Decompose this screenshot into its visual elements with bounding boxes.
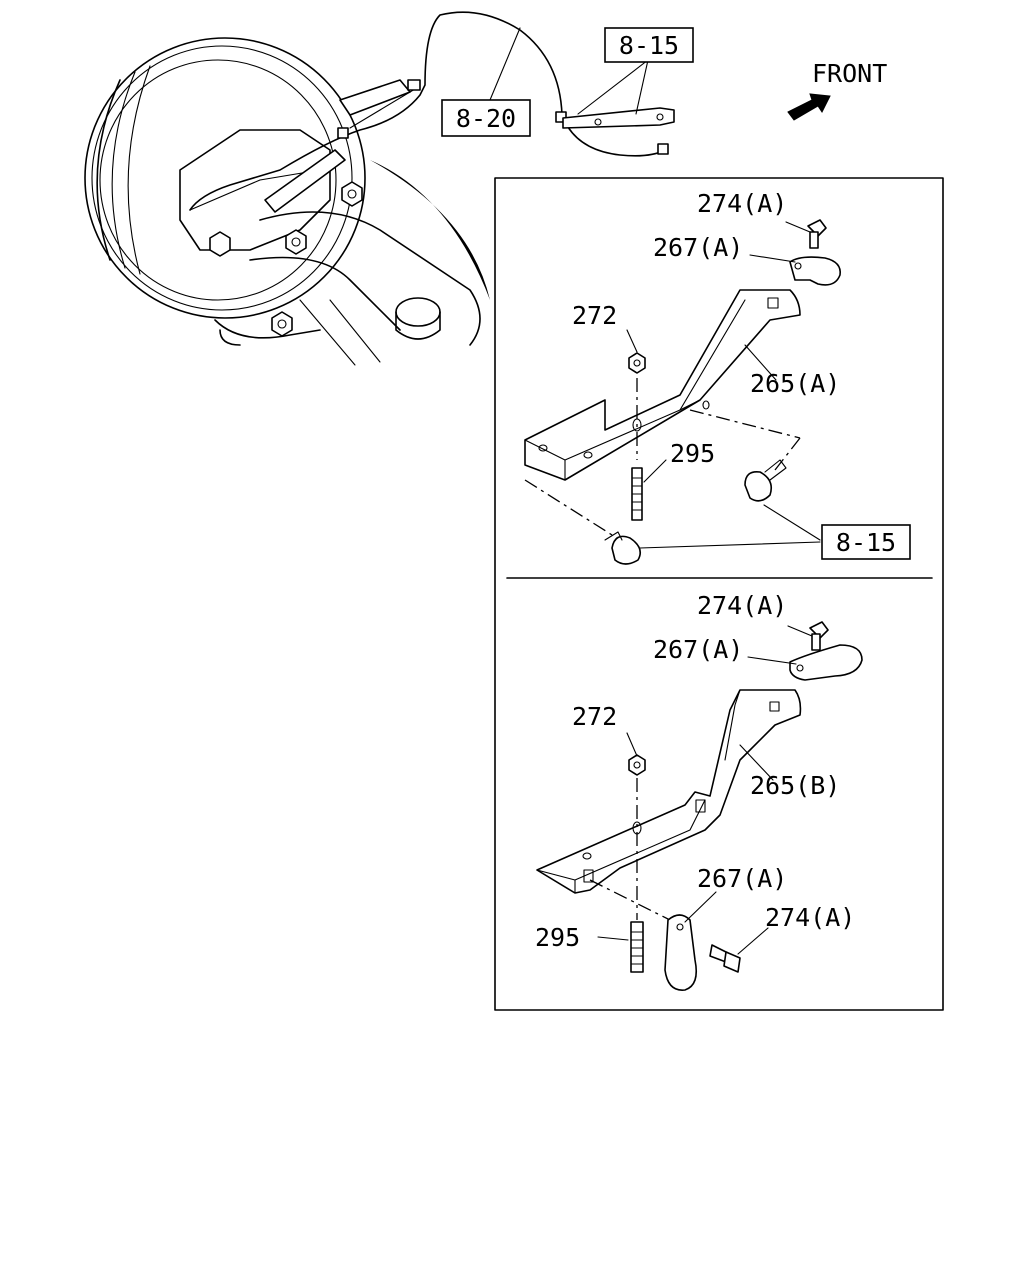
axle-overview-drawing <box>84 11 675 366</box>
label-265b: 265(B) <box>750 771 840 800</box>
label-267a-top: 267(A) <box>653 635 743 664</box>
nut-icon <box>209 231 231 257</box>
reference-label-8-15-panel-a: 8-15 <box>836 528 896 557</box>
label-272-b: 272 <box>572 702 617 731</box>
label-274a-top: 274(A) <box>697 591 787 620</box>
reference-box-8-15-panel-a[interactable]: 8-15 <box>821 524 911 560</box>
reference-box-8-20[interactable]: 8-20 <box>441 99 531 137</box>
front-label: FRONT <box>812 59 887 88</box>
nut-icon <box>271 311 293 337</box>
nut-icon <box>341 181 363 207</box>
label-267a: 267(A) <box>653 233 743 262</box>
label-267a-bottom: 267(A) <box>697 864 787 893</box>
reference-label-8-15: 8-15 <box>619 31 679 60</box>
front-direction-indicator: FRONT <box>787 59 887 121</box>
label-295-b: 295 <box>535 923 580 952</box>
label-274a: 274(A) <box>697 189 787 218</box>
nut-icon <box>285 229 307 255</box>
label-272: 272 <box>572 301 617 330</box>
front-arrow-icon <box>787 93 831 121</box>
label-274a-bottom: 274(A) <box>765 903 855 932</box>
panel-a-drawing <box>524 219 842 565</box>
label-265a: 265(A) <box>750 369 840 398</box>
reference-label-8-20: 8-20 <box>456 104 516 133</box>
reference-box-8-15[interactable]: 8-15 <box>604 27 694 63</box>
label-295: 295 <box>670 439 715 468</box>
panel-b-drawing <box>536 621 863 991</box>
detail-panel-frame <box>494 177 944 1011</box>
